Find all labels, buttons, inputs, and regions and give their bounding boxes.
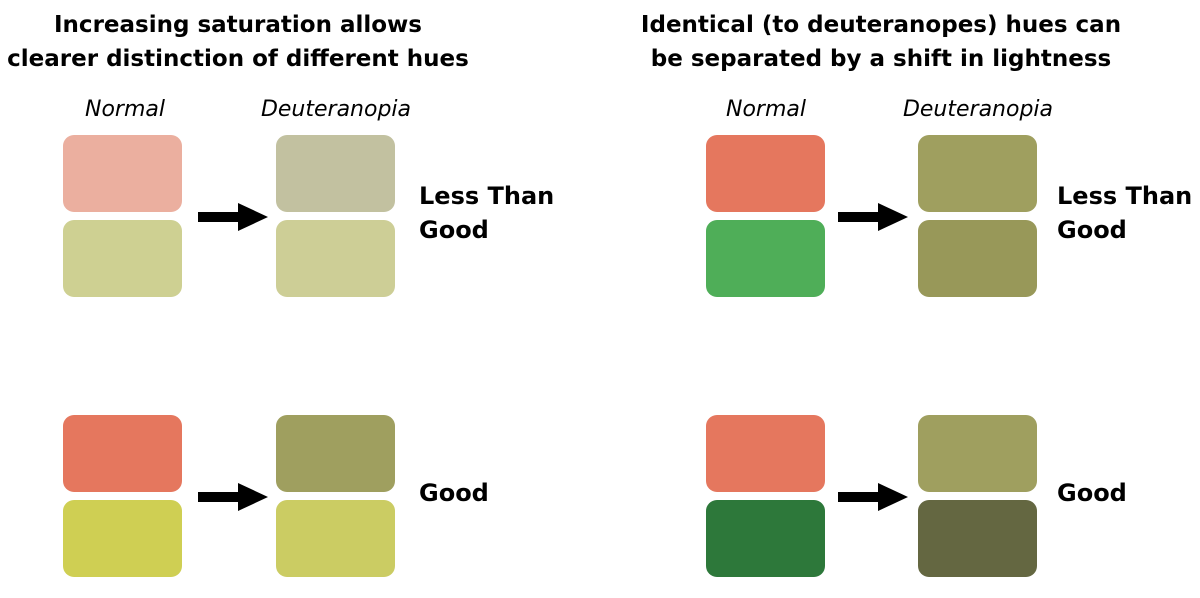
normal-top-swatch: [63, 415, 182, 492]
deuteranopia-bottom-swatch: [276, 500, 395, 577]
normal-top-swatch: [706, 135, 825, 212]
verdict-label: Less Than Good: [419, 182, 555, 244]
deuteranopia-top-swatch: [918, 415, 1037, 492]
example-group-good: Good: [0, 415, 600, 580]
normal-top-swatch: [63, 135, 182, 212]
deuteranopia-bottom-swatch: [276, 220, 395, 297]
column-label-normal: Normal: [726, 97, 806, 122]
right-panel: Identical (to deuteranopes) hues can be …: [600, 0, 1200, 598]
panel-title: Identical (to deuteranopes) hues can be …: [640, 12, 1122, 72]
deuteranopia-top-swatch: [276, 135, 395, 212]
normal-top-swatch: [706, 415, 825, 492]
example-group-less-than-good: Less Than Good: [600, 135, 1200, 300]
verdict-label: Less Than Good: [1057, 182, 1193, 244]
column-label-deuteranopia: Deuteranopia: [902, 97, 1054, 122]
deuteranopia-bottom-swatch: [918, 500, 1037, 577]
column-label-normal: Normal: [85, 97, 165, 122]
verdict-label: Good: [419, 479, 489, 507]
deuteranopia-top-swatch: [276, 415, 395, 492]
verdict-label: Good: [1057, 479, 1127, 507]
normal-bottom-swatch: [706, 500, 825, 577]
arrow-right-icon: [838, 203, 908, 231]
normal-bottom-swatch: [63, 220, 182, 297]
deuteranopia-top-swatch: [918, 135, 1037, 212]
arrow-right-icon: [198, 483, 268, 511]
panel-title: Increasing saturation allows clearer dis…: [7, 12, 469, 72]
deuteranopia-bottom-swatch: [918, 220, 1037, 297]
example-group-good: Good: [600, 415, 1200, 580]
example-group-less-than-good: Less Than Good: [0, 135, 600, 300]
normal-bottom-swatch: [63, 500, 182, 577]
column-label-deuteranopia: Deuteranopia: [260, 97, 412, 122]
arrow-right-icon: [838, 483, 908, 511]
left-panel: Increasing saturation allows clearer dis…: [0, 12, 600, 580]
normal-bottom-swatch: [706, 220, 825, 297]
arrow-right-icon: [198, 203, 268, 231]
